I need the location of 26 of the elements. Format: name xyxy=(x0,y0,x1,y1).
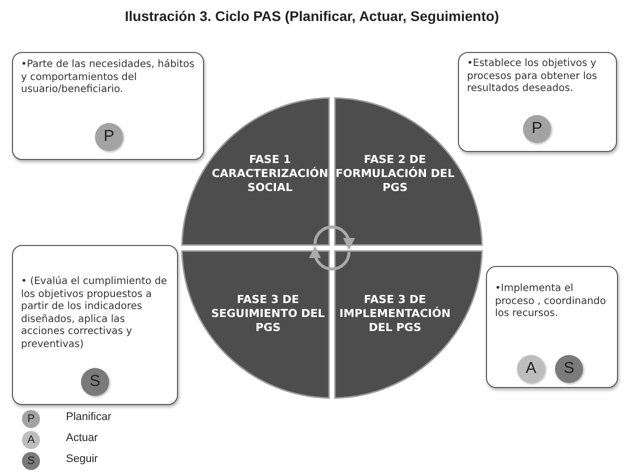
legend-swatch: P xyxy=(22,410,40,428)
legend-label: Actuar xyxy=(66,432,98,444)
phase-letter-circle: A xyxy=(517,355,545,383)
phase-letter-circle: S xyxy=(555,355,583,383)
legend-swatch: A xyxy=(22,431,40,449)
phase-label: FASE 1 CARACTERIZACIÓN SOCIAL xyxy=(210,153,330,195)
phase-label: FASE 2 DE FORMULACIÓN DEL PGS xyxy=(335,153,455,195)
text-card xyxy=(458,52,617,152)
legend-label: Planificar xyxy=(66,411,112,423)
legend-swatch: S xyxy=(22,452,40,470)
bullet-text: •Implementa el proceso , coordinando los recursos. xyxy=(495,283,607,320)
bullet-text: • (Evalúa el cumplimiento de los objetivos propuestos a partir de los indicadores diseñados, aplica las acciones correctivas y preventivas) xyxy=(21,276,168,351)
bullet-text: •Establece los objetivos y procesos para obtener los resultados deseados. xyxy=(467,58,598,96)
legend-label: Seguir xyxy=(66,453,98,465)
phase-letter-circle: P xyxy=(523,115,551,143)
text-card xyxy=(486,266,618,388)
phase-letter-circle: S xyxy=(81,368,109,396)
phase-label: FASE 3 DE SEGUIMIENTO DEL PGS xyxy=(210,293,326,335)
figure-title: Ilustración 3. Ciclo PAS (Planificar, Actuar, Seguimiento) xyxy=(124,8,500,24)
cycle-arrow xyxy=(309,246,350,270)
bullet-text: •Parte de las necesidades, hábitos y comportamientos del usuario/beneficiario. xyxy=(21,59,196,96)
phase-label: FASE 3 DE IMPLEMENTACIÓN DEL PGS xyxy=(338,293,452,335)
phase-letter-circle: P xyxy=(95,123,123,151)
text-card xyxy=(12,52,204,160)
cycle-arrow xyxy=(314,226,355,250)
text-card xyxy=(12,245,178,405)
